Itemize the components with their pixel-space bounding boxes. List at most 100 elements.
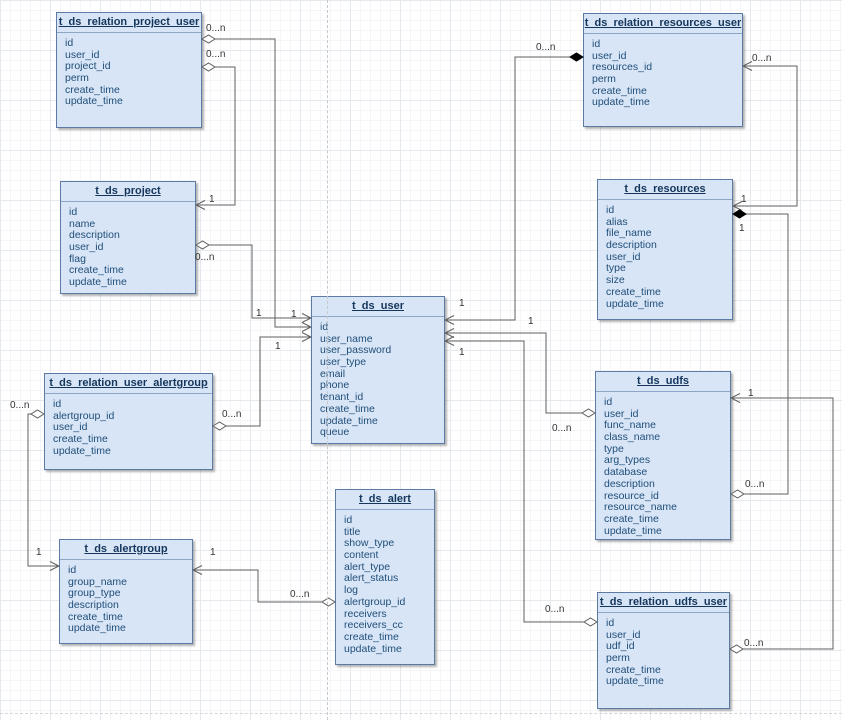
connector-t_ds_relation_user_alertgroup--t_ds_user[interactable]: 0...n1 — [212, 332, 313, 431]
entity-field[interactable]: user_type — [320, 357, 367, 369]
entity-field[interactable]: update_time — [65, 96, 123, 108]
entity-field[interactable]: alertgroup_id — [344, 596, 406, 608]
entity-field[interactable]: database — [604, 467, 648, 479]
entity-field[interactable]: id — [69, 207, 78, 218]
entity-field[interactable]: name — [69, 218, 96, 230]
entity-field[interactable]: email — [320, 368, 346, 380]
entity-field[interactable]: perm — [65, 73, 89, 85]
connector-t_ds_relation_project_user--t_ds_user[interactable]: 0...n1 — [201, 23, 313, 332]
connector-line[interactable] — [445, 56, 583, 321]
entity-field[interactable]: size — [606, 275, 625, 287]
entity-field[interactable]: create_time — [69, 265, 124, 277]
entity-field[interactable]: func_name — [604, 420, 656, 432]
connector-line[interactable] — [196, 244, 311, 319]
entity-field[interactable]: update_time — [320, 415, 378, 427]
entity-field[interactable]: update_time — [53, 445, 111, 457]
connector-t_ds_relation_udfs_user--t_ds_udfs[interactable]: 0...n1 — [729, 388, 834, 654]
entity-field[interactable]: id — [604, 397, 613, 408]
entity-field[interactable]: id — [65, 38, 74, 49]
connector-line[interactable] — [445, 332, 595, 414]
entity-field[interactable]: alertgroup_id — [53, 410, 115, 422]
entity-field[interactable]: udf_id — [606, 641, 635, 653]
entity-field[interactable]: resource_name — [604, 502, 677, 514]
connector-line[interactable] — [193, 569, 335, 603]
connector-line[interactable] — [730, 397, 834, 650]
connector-t_ds_resources--t_ds_udfs[interactable]: 10...n — [730, 209, 789, 499]
entity-field[interactable]: user_id — [69, 242, 104, 254]
entity-field[interactable]: update_time — [68, 623, 126, 635]
entity-field[interactable]: update_time — [69, 277, 127, 289]
entity-field[interactable]: update_time — [344, 643, 402, 655]
entity-field[interactable]: description — [606, 240, 657, 252]
connector-line[interactable] — [213, 336, 311, 427]
entity-field[interactable]: create_time — [320, 403, 375, 415]
entity-field[interactable]: id — [606, 205, 615, 216]
entity-field[interactable]: user_id — [65, 49, 100, 61]
entity-field[interactable]: update_time — [606, 676, 664, 688]
entity-field[interactable]: user_password — [320, 345, 392, 357]
entity-field[interactable]: create_time — [604, 513, 659, 525]
entity-field[interactable]: group_type — [68, 588, 121, 600]
entity-field[interactable]: perm — [592, 74, 616, 86]
entity-field[interactable]: create_time — [344, 631, 399, 643]
entity-field[interactable]: perm — [606, 653, 630, 665]
entity-field[interactable]: log — [344, 585, 359, 597]
entity-field[interactable]: id — [68, 565, 77, 576]
connector-line[interactable] — [445, 340, 597, 623]
entity-field[interactable]: flag — [69, 253, 86, 265]
entity-field[interactable]: description — [69, 230, 120, 242]
connector-line[interactable] — [202, 38, 311, 328]
entity-field[interactable]: description — [604, 478, 655, 490]
entity-field[interactable]: create_time — [606, 664, 661, 676]
entity-field[interactable]: description — [68, 600, 119, 612]
entity-field[interactable]: update_time — [606, 298, 664, 310]
connector-t_ds_relation_resources_user--t_ds_user[interactable]: 0...n1 — [443, 42, 584, 325]
entity-field[interactable]: resources_id — [592, 62, 653, 74]
entity-field[interactable]: receivers — [344, 608, 387, 620]
entity-field[interactable]: id — [592, 39, 601, 50]
entity-field[interactable]: user_id — [606, 251, 641, 263]
entity-field[interactable]: tenant_id — [320, 392, 364, 404]
connector-t_ds_relation_udfs_user--t_ds_user[interactable]: 10...n — [443, 336, 598, 627]
entity-field[interactable]: create_time — [53, 434, 108, 446]
entity-field[interactable]: title — [344, 526, 361, 538]
connector-t_ds_udfs--t_ds_user[interactable]: 10...n — [443, 316, 596, 434]
connector-line[interactable] — [731, 213, 789, 495]
entity-field[interactable]: receivers_cc — [344, 620, 403, 632]
entity-field[interactable]: resource_id — [604, 490, 659, 502]
entity-field[interactable]: arg_types — [604, 455, 651, 467]
entity-field[interactable]: project_id — [65, 61, 111, 73]
entity-field[interactable]: user_name — [320, 333, 373, 345]
entity-field[interactable]: show_type — [344, 538, 395, 550]
entity-field[interactable]: group_name — [68, 576, 127, 588]
entity-field[interactable]: id — [606, 618, 615, 629]
entity-field[interactable]: create_time — [606, 286, 661, 298]
entity-field[interactable]: type — [606, 263, 626, 275]
entity-field[interactable]: create_time — [65, 84, 120, 96]
entity-field[interactable]: id — [320, 322, 329, 333]
entity-field[interactable]: content — [344, 550, 379, 562]
entity-field[interactable]: user_id — [606, 629, 641, 641]
entity-field[interactable]: user_id — [604, 408, 639, 420]
entity-field[interactable]: update_time — [604, 525, 662, 537]
entity-field[interactable]: file_name — [606, 228, 652, 240]
entity-field[interactable]: class_name — [604, 432, 661, 444]
entity-field[interactable]: create_time — [592, 85, 647, 97]
entity-field[interactable]: alert_status — [344, 573, 399, 585]
entity-field[interactable]: queue — [320, 427, 350, 439]
connector-t_ds_alert--t_ds_alertgroup[interactable]: 10...n — [191, 547, 336, 607]
entity-field[interactable]: alert_type — [344, 561, 391, 573]
entity-field[interactable]: phone — [320, 380, 350, 392]
entity-field[interactable]: create_time — [68, 611, 123, 623]
connector-t_ds_project--t_ds_user[interactable]: 0...n1 — [195, 240, 313, 323]
entity-field[interactable]: alias — [606, 216, 628, 228]
